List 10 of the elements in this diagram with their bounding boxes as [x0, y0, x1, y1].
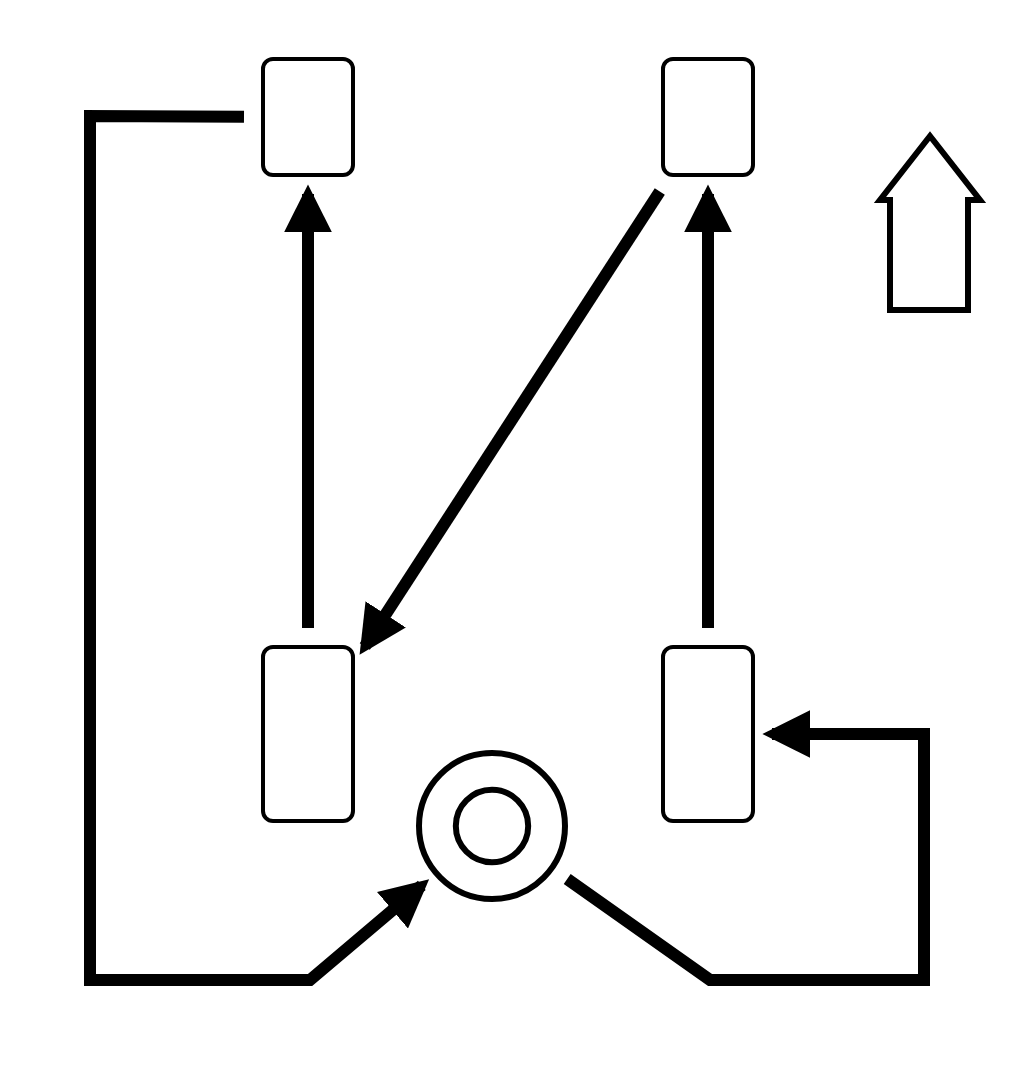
arrow: [563, 710, 930, 986]
wheel: [660, 56, 756, 178]
wheel: [260, 56, 356, 178]
arrow: [359, 188, 665, 655]
wheel: [660, 644, 756, 824]
spare-wheel: [416, 750, 568, 902]
arrow: [684, 184, 732, 628]
arrow: [284, 184, 332, 628]
wheel: [260, 644, 356, 824]
arrow: [84, 109, 430, 986]
